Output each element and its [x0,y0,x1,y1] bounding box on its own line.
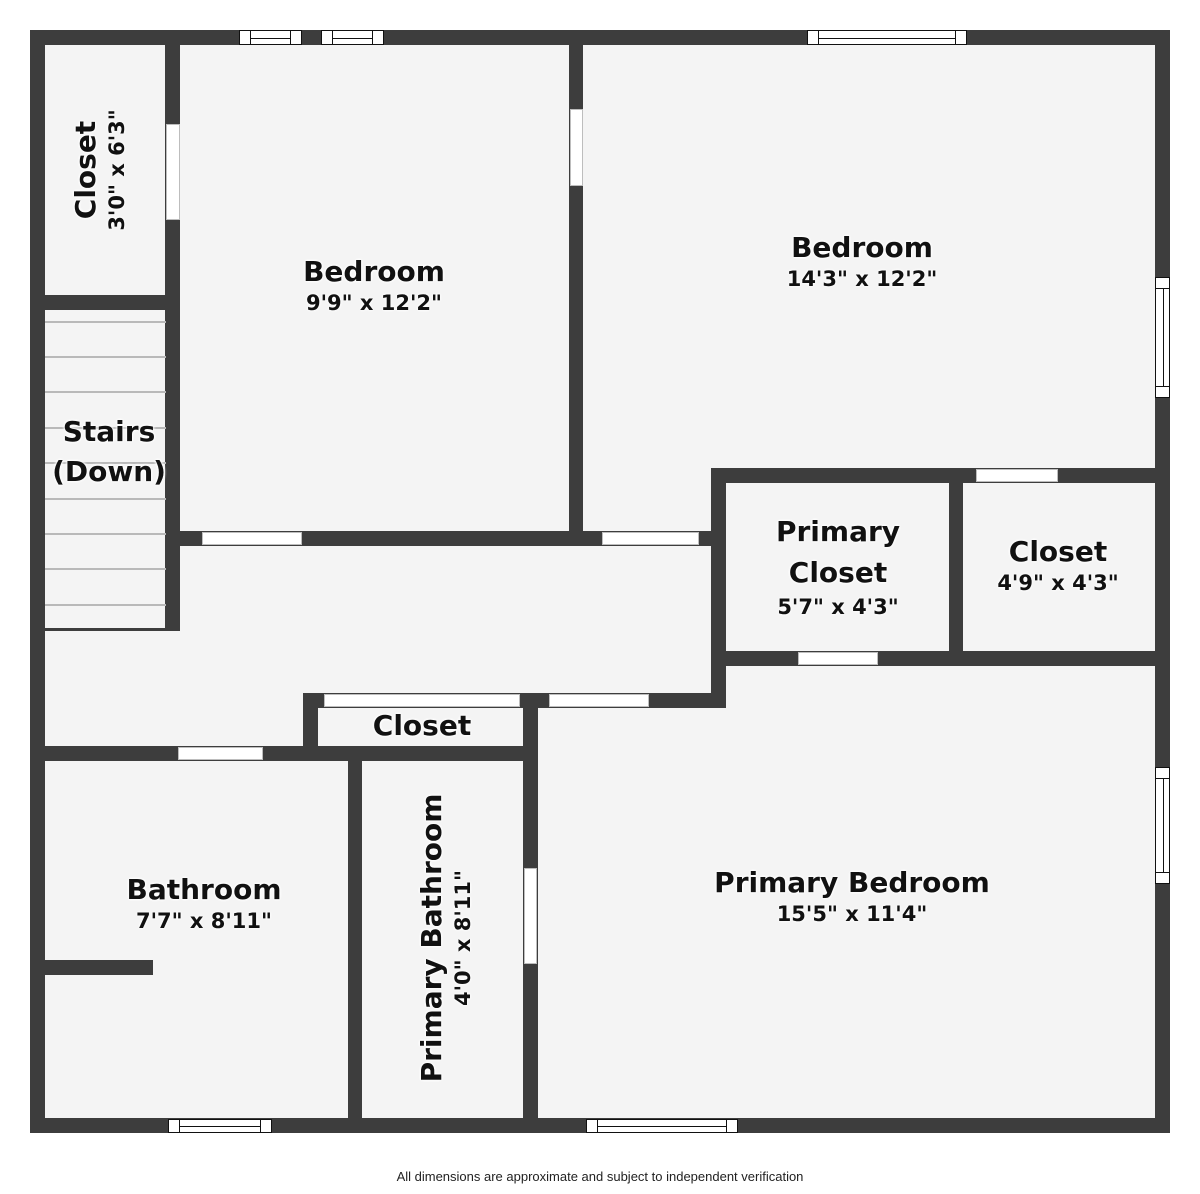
stair-tread [45,391,166,393]
room-label-primary-closet: Primary Closet 5'7" x 4'3" [776,511,900,621]
room-label-closet-ne: Closet 4'9" x 4'3" [997,535,1118,597]
door-bedroom3-west[interactable] [570,109,583,186]
outer-wall-right [1155,30,1170,1133]
room-dimensions: 7'7" x 8'11" [136,909,272,933]
door-primary-bathroom[interactable] [524,868,537,964]
wall-bedrooms-hall [175,531,726,546]
room-dimensions: 3'0" x 6'3" [105,109,129,231]
door-closet-ne[interactable] [976,469,1058,482]
room-label-bedroom-3: Bedroom 14'3" x 12'2" [787,231,938,293]
wall-bathrooms-top [45,746,538,761]
stair-tread [45,462,166,464]
door-bedroom3-hall[interactable] [602,532,699,545]
wall-closet-stairs [45,295,166,310]
room-dimensions: 14'3" x 12'2" [786,267,938,291]
door-closet-nw[interactable] [166,124,180,220]
door-primary-closet[interactable] [798,652,878,665]
door-bathroom[interactable] [178,747,263,760]
window-bathroom [168,1119,272,1133]
door-primary-bedroom[interactable] [549,694,649,707]
room-label-hall-closet: Closet [373,709,471,743]
room-name-line2: (Down) [52,455,166,488]
window-primary-bedroom-right [1155,767,1170,884]
room-name: Bathroom [126,873,282,906]
room-dimensions: 5'7" x 4'3" [777,595,899,619]
stair-tread [45,321,166,323]
outer-wall-left [30,30,45,1133]
door-hall-closet[interactable] [324,694,520,707]
room-dimensions: 15'5" x 11'4" [776,902,928,926]
room-label-bathroom: Bathroom 7'7" x 8'11" [126,873,281,935]
room-label-primary-bedroom: Primary Bedroom 15'5" x 11'4" [714,866,990,928]
stair-tread [45,498,166,500]
room-label-closet-nw: Closet 3'0" x 6'3" [69,109,131,230]
room-name: Bedroom [303,255,445,288]
room-name: Primary Bedroom [714,866,990,899]
window-bedroom2-1 [239,30,302,45]
room-name: Primary Bathroom [415,793,448,1083]
wall-closets-bottom [711,651,1155,666]
room-name-line1: Primary [775,515,901,548]
stair-tread [45,604,166,606]
stair-tread [45,568,166,570]
stair-tread [45,427,166,429]
room-dimensions: 9'9" x 12'2" [306,291,442,315]
wall-bathrooms-divider [348,746,362,1133]
window-bedroom3-right [1155,277,1170,398]
room-label-stairs: Stairs (Down) [52,412,166,492]
room-name-line1: Stairs [62,415,156,448]
room-label-primary-bathroom: Primary Bathroom 4'0" x 8'11" [415,794,477,1083]
window-bedroom2-2 [321,30,384,45]
stair-tread [45,356,166,358]
floor-area [45,45,1155,1118]
room-label-bedroom-2: Bedroom 9'9" x 12'2" [303,255,445,317]
room-name: Closet [372,709,472,742]
wall-bathroom-stub [45,960,153,975]
door-bedroom2-hall[interactable] [202,532,302,545]
window-primary-bedroom-bottom [586,1119,738,1133]
room-name: Bedroom [791,231,933,264]
wall-hall-closet-left [303,693,318,761]
wall-hall-right [711,468,726,708]
disclaimer-text: All dimensions are approximate and subje… [396,1169,804,1184]
wall-stairs-bottom [45,628,175,631]
window-bedroom3-top [807,30,967,45]
room-name: Closet [69,120,102,220]
room-dimensions: 4'0" x 8'11" [451,870,475,1006]
wall-closets-divider [949,468,963,666]
room-name-line2: Closet [788,556,888,589]
outer-wall-top [30,30,1170,45]
wall-bedroom3-closets [711,468,1155,483]
room-dimensions: 4'9" x 4'3" [997,571,1119,595]
room-name: Closet [1008,535,1108,568]
stair-tread [45,533,166,535]
